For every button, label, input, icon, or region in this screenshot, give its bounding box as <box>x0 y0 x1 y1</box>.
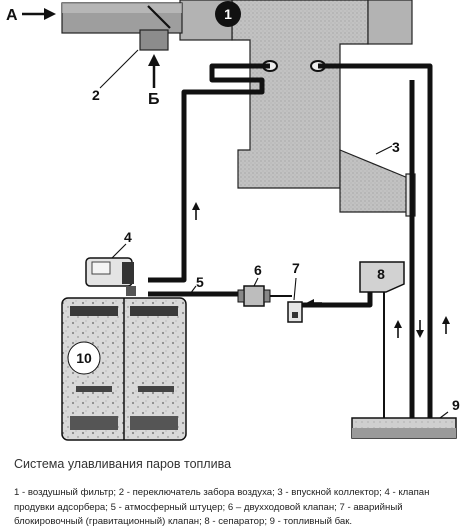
label-rollover-valve: 7 <box>292 260 300 276</box>
label-intake-manifold: 3 <box>392 139 400 155</box>
flow-arrows <box>22 8 450 338</box>
label-flow-b: Б <box>148 91 160 108</box>
label-adsorber: 10 <box>76 350 92 366</box>
label-separator: 8 <box>377 266 385 282</box>
label-air-filter: 1 <box>224 6 232 22</box>
two-way-valve <box>237 285 271 307</box>
figure-caption: Система улавливания паров топлива <box>14 457 232 471</box>
legend-line: блокировочный (гравитационный) клапан; 8… <box>14 516 353 527</box>
figure-legend: 1 - воздушный фильтр; 2 - переключатель … <box>14 486 466 530</box>
fuel-vapor-system-diagram: 1 А 2 Б 3 4 5 6 7 8 9 10 <box>6 0 460 441</box>
separator <box>359 261 405 293</box>
label-atmospheric-fitting: 5 <box>196 274 204 290</box>
label-flow-a: А <box>6 7 18 24</box>
legend-line: продувки адсорбера; 5 - атмосферный штуц… <box>14 501 403 513</box>
label-adsorber-purge-valve: 4 <box>124 229 132 245</box>
legend-line: 1 - воздушный фильтр; 2 - переключатель … <box>14 487 430 498</box>
leader-lines <box>99 49 449 419</box>
label-air-intake-switch: 2 <box>92 87 100 103</box>
label-two-way-valve: 6 <box>254 262 262 278</box>
vapor-lines <box>148 63 433 420</box>
air-filter <box>61 1 241 51</box>
adsorber-purge-valve <box>85 257 136 296</box>
rollover-valve <box>287 301 303 323</box>
intake-manifold <box>339 149 416 217</box>
label-fuel-tank: 9 <box>452 397 460 413</box>
adsorber-canister <box>61 297 187 441</box>
fuel-tank <box>351 417 457 439</box>
thin-lines <box>262 290 385 420</box>
